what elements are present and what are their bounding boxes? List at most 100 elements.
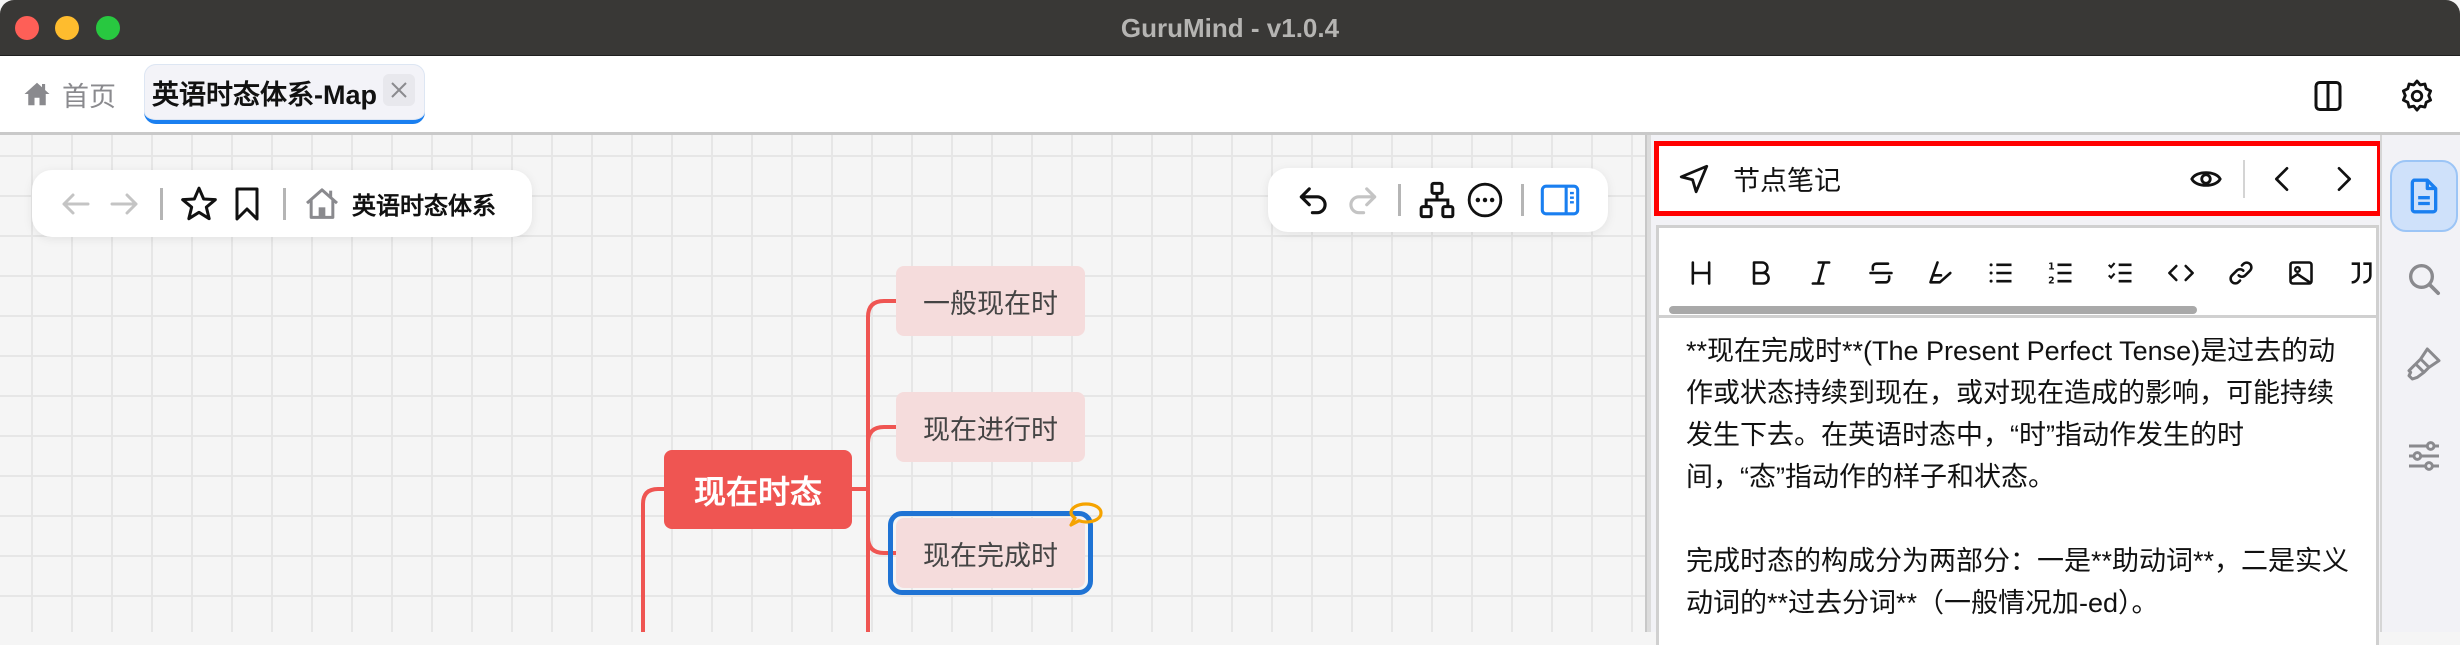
outline-panel-icon [1540,184,1580,216]
quote-button[interactable] [2331,256,2391,290]
structure-button[interactable] [1413,176,1461,224]
header-divider [2243,159,2245,198]
note-tab-button[interactable] [2390,160,2458,232]
favorite-button[interactable] [175,180,223,228]
close-icon [391,82,407,98]
gear-icon [2401,79,2433,112]
svg-text:2: 2 [2048,276,2055,287]
bullet-list-button[interactable] [1971,256,2031,290]
task-list-button[interactable] [2091,256,2151,290]
toolbar-divider [1398,184,1401,216]
node-label: 现在完成时 [923,540,1058,571]
back-arrow-icon [62,193,90,214]
italic-button[interactable] [1791,256,1851,290]
forward-button[interactable] [100,180,148,228]
node-label: 现在进行时 [923,414,1058,445]
locate-node-button[interactable] [1677,162,1711,196]
italic-icon [1811,261,1831,285]
star-icon [181,186,217,220]
toolbar-divider [1521,184,1524,216]
split-view-button[interactable] [2308,76,2348,116]
canvas-toolbar-left: 英语时态体系 [32,170,532,237]
search-icon [2409,264,2440,295]
tab-close-button[interactable] [383,74,415,106]
more-icon [1467,182,1503,218]
note-paragraph-2: 完成时态的构成分为两部分：一是**助动词**，二是实义动词的**过去分词**（一… [1686,546,2350,618]
panel-resize-handle[interactable] [1645,135,1651,632]
next-note-button[interactable] [2327,162,2359,196]
style-tab-button[interactable] [2390,328,2458,400]
bookmark-icon [235,187,259,220]
heading-icon [1691,261,1711,285]
previous-note-button[interactable] [2267,162,2299,196]
home-icon [306,187,338,219]
brush-icon [2407,347,2441,381]
mindmap-node-simple-present[interactable]: 一般现在时 [896,266,1085,336]
undo-icon [1299,187,1327,215]
redo-icon [1349,187,1377,215]
note-icon [2410,178,2438,214]
bullet-list-icon [1989,263,2012,283]
code-button[interactable] [2151,256,2211,290]
toolbar-divider [160,187,163,220]
window-title: GuruMind - v1.0.4 [1120,13,1340,43]
split-view-icon [2314,81,2342,111]
home-button[interactable] [298,180,346,228]
outline-panel-button[interactable] [1536,176,1584,224]
preview-toggle-button[interactable] [2189,162,2223,196]
link-icon [2229,261,2253,285]
link-button[interactable] [2211,256,2271,290]
note-paragraph-1: **现在完成时**(The Present Perfect Tense)是过去的… [1686,336,2336,492]
back-button[interactable] [52,180,100,228]
window-titlebar: GuruMind - v1.0.4 [0,0,2460,56]
tab-label: 英语时态体系-Map [152,79,377,110]
close-window-button[interactable] [15,16,39,40]
redo-button[interactable] [1338,176,1386,224]
highlight-button[interactable] [1911,256,1971,290]
structure-icon [1419,181,1455,219]
tab-english-tense-map[interactable]: 英语时态体系-Map [144,64,425,124]
strikethrough-icon [1869,262,1893,284]
svg-text:1: 1 [2048,262,2055,273]
strikethrough-button[interactable] [1851,256,1911,290]
selection-outline [888,511,1093,595]
zoom-window-button[interactable] [96,16,120,40]
quote-icon [2351,262,2372,284]
settings-tab-button[interactable] [2390,420,2458,492]
mindmap-node-present-continuous[interactable]: 现在进行时 [896,392,1085,462]
note-content[interactable]: **现在完成时**(The Present Perfect Tense)是过去的… [1659,318,2376,624]
home-tab[interactable]: 首页 [22,74,116,114]
task-list-icon [2108,262,2132,283]
bookmark-button[interactable] [223,180,271,228]
image-button[interactable] [2271,256,2331,290]
code-icon [2168,264,2194,282]
undo-button[interactable] [1290,176,1338,224]
bold-button[interactable] [1731,256,1791,290]
note-badge[interactable] [1066,501,1106,533]
forward-arrow-icon [110,193,138,214]
sliders-icon [2409,441,2439,471]
toolbar-horizontal-scrollbar[interactable] [1669,306,2197,314]
settings-button[interactable] [2397,76,2437,116]
minimize-window-button[interactable] [55,16,79,40]
search-tab-button[interactable] [2390,243,2458,315]
heading-button[interactable] [1671,256,1731,290]
eye-icon [2190,170,2222,187]
ordered-list-icon: 12 [2048,262,2072,287]
breadcrumb[interactable]: 英语时态体系 [352,193,496,220]
mindmap-node-present-perfect[interactable]: 现在完成时 [896,518,1085,588]
mindmap-canvas[interactable]: 英语时态体系 现在时态 一般现在时 [0,135,1648,632]
tab-bar: 首页 英语时态体系-Map [0,56,2460,135]
toolbar-divider [283,187,286,220]
more-button[interactable] [1461,176,1509,224]
home-tab-label: 首页 [62,81,116,112]
mindmap-root-node[interactable]: 现在时态 [664,450,852,529]
comment-bubble-icon [1069,502,1103,527]
bold-icon [1752,261,1770,285]
mindmap-connectors [641,299,896,632]
chevron-left-icon [2275,166,2289,191]
